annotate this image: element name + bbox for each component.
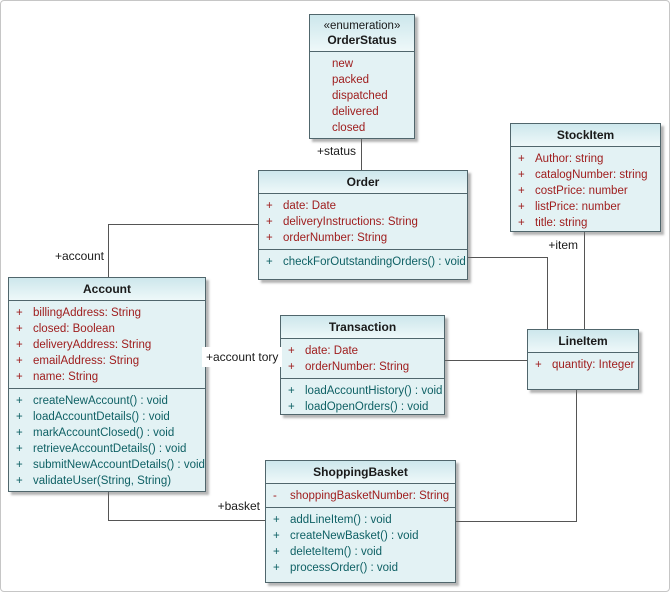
attribute-row: +costPrice: number [518, 185, 628, 197]
attributes-compartment: +quantity: Integer [528, 353, 638, 376]
connector-basket-lineitem-v [576, 390, 577, 522]
enum-literal: new [332, 58, 354, 70]
attribute-row: +orderNumber: String [288, 361, 410, 373]
enum-literal: delivered [332, 106, 379, 118]
class-header: ShoppingBasket [266, 461, 455, 484]
attributes-compartment: -shoppingBasketNumber: String [266, 484, 455, 508]
connector-order-lineitem-h [468, 257, 548, 258]
edge-label-item: +item [548, 238, 578, 252]
class-order[interactable]: Order +date: Date +deliveryInstructions:… [258, 170, 468, 280]
connector-order-lineitem-v [547, 257, 548, 329]
operation-row: +validateUser(String, String) [16, 475, 172, 487]
operation-row: +createNewBasket() : void [273, 530, 419, 542]
attribute-row: +catalogNumber: string [518, 169, 648, 181]
enum-literal: dispatched [332, 90, 388, 102]
edge-label-basket: +basket [217, 499, 260, 513]
class-header: Order [259, 171, 467, 194]
operation-row: +addLineItem() : void [273, 514, 392, 526]
attribute-row: +emailAddress: String [16, 355, 140, 367]
class-name: StockItem [556, 128, 615, 142]
edge-label-status: +status [316, 144, 356, 158]
operation-row: +processOrder() : void [273, 562, 399, 574]
class-name: Account [83, 282, 131, 296]
connector-account-basket-v [108, 492, 109, 521]
operation-row: +checkForOutstandingOrders() : void [266, 256, 466, 268]
attribute-row: +listPrice: number [518, 201, 621, 213]
class-name: Order [346, 175, 380, 189]
attribute-row: +quantity: Integer [535, 359, 635, 371]
class-header: StockItem [511, 124, 660, 147]
operation-row: +loadAccountDetails() : void [16, 411, 170, 423]
class-header: Account [9, 278, 205, 301]
class-name: OrderStatus [327, 33, 397, 47]
attribute-row: -shoppingBasketNumber: String [273, 490, 450, 502]
class-name: ShoppingBasket [313, 465, 408, 479]
attribute-row: +title: string [518, 217, 588, 229]
edge-label-account-history: +account tory [202, 347, 283, 367]
class-header: «enumeration» OrderStatus [310, 15, 414, 52]
class-account[interactable]: Account +billingAddress: String +closed:… [8, 277, 206, 492]
attribute-row: +deliveryAddress: String [16, 339, 152, 351]
attribute-row: +name: String [16, 371, 99, 383]
operations-compartment: +createNewAccount() : void +loadAccountD… [9, 389, 205, 491]
connector-account-basket-h [108, 520, 265, 521]
class-shoppingbasket[interactable]: ShoppingBasket -shoppingBasketNumber: St… [265, 460, 456, 583]
operation-row: +submitNewAccountDetails() : void [16, 459, 205, 471]
enum-literal: closed [332, 122, 366, 134]
class-header: Transaction [281, 316, 444, 339]
attribute-row: +orderNumber: String [266, 232, 388, 244]
class-header: LineItem [528, 330, 638, 353]
connector-transaction-lineitem [445, 360, 527, 361]
enum-literal: packed [332, 74, 370, 86]
operations-compartment: +addLineItem() : void +createNewBasket()… [266, 508, 455, 582]
connector-account-order-h [108, 224, 258, 225]
edge-label-account: +account [54, 249, 104, 263]
attributes-compartment: +Author: string +catalogNumber: string +… [511, 147, 660, 231]
operations-compartment: +checkForOutstandingOrders() : void [259, 250, 467, 279]
operations-compartment: +loadAccountHistory() : void +loadOpenOr… [281, 379, 444, 414]
attribute-row: +billingAddress: String [16, 307, 142, 319]
class-transaction[interactable]: Transaction +date: Date +orderNumber: St… [280, 315, 445, 415]
operation-row: +loadAccountHistory() : void [288, 385, 443, 397]
attribute-row: +date: Date [266, 200, 337, 212]
operation-row: +retrieveAccountDetails() : void [16, 443, 187, 455]
attributes-compartment: +date: Date +orderNumber: String [281, 339, 444, 379]
class-name: Transaction [328, 320, 397, 334]
stereotype-label: «enumeration» [323, 20, 401, 32]
connector-basket-lineitem-h [456, 521, 577, 522]
attribute-row: +closed: Boolean [16, 323, 115, 335]
operation-row: +createNewAccount() : void [16, 395, 168, 407]
operation-row: +markAccountClosed() : void [16, 427, 175, 439]
class-lineitem[interactable]: LineItem +quantity: Integer [527, 329, 639, 390]
attribute-row: +deliveryInstructions: String [266, 216, 418, 228]
attributes-compartment: +billingAddress: String +closed: Boolean… [9, 301, 205, 389]
attribute-row: +Author: string [518, 153, 604, 165]
operation-row: +loadOpenOrders() : void [288, 401, 429, 413]
class-name: LineItem [558, 334, 608, 348]
connector-orderstatus-order [361, 139, 362, 170]
connector-account-order-v [108, 224, 109, 277]
class-orderstatus[interactable]: «enumeration» OrderStatus new packed dis… [309, 14, 415, 139]
class-stockitem[interactable]: StockItem +Author: string +catalogNumber… [510, 123, 661, 232]
attributes-compartment: new packed dispatched delivered closed [310, 52, 414, 138]
connector-stockitem-lineitem [584, 232, 585, 329]
attributes-compartment: +date: Date +deliveryInstructions: Strin… [259, 194, 467, 250]
operation-row: +deleteItem() : void [273, 546, 383, 558]
attribute-row: +date: Date [288, 345, 359, 357]
